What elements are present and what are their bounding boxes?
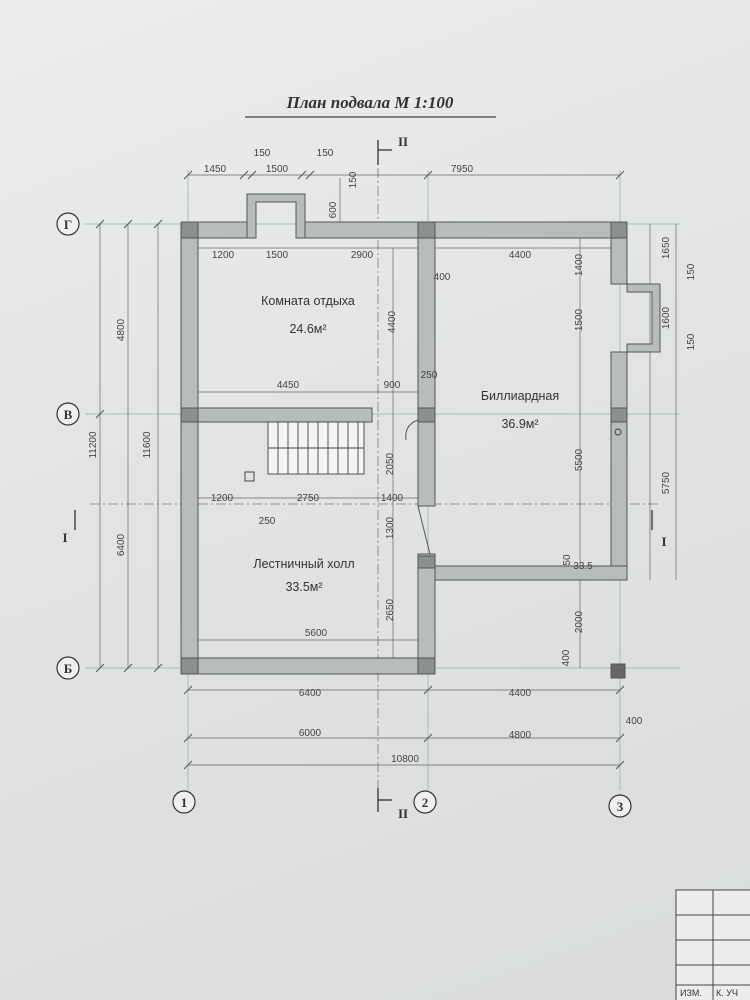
axis-bubble-3 — [608, 794, 632, 818]
section-label-top: II — [398, 134, 408, 149]
section-label-bottom: II — [398, 806, 408, 821]
columns — [180, 221, 628, 679]
dim-text: 1400 — [381, 493, 404, 504]
dim-text: 600 — [328, 201, 339, 218]
room-name-rest: Комната отдыха — [261, 294, 355, 308]
section-markers — [74, 140, 653, 812]
axis-label-3: 3 — [617, 799, 624, 814]
dim-text: 1650 — [661, 236, 672, 259]
dim-text: 4400 — [509, 250, 532, 261]
section-label-right: I — [661, 534, 666, 549]
axis-bubble-B — [56, 656, 80, 680]
room-name-stair-hall: Лестничный холл — [253, 557, 354, 571]
dim-text: 4400 — [387, 310, 398, 333]
wall-inner-horizontal — [197, 407, 373, 423]
dimension-ticks — [95, 170, 625, 770]
wall-step-right — [434, 565, 628, 581]
room-name-billiard: Биллиардная — [481, 389, 559, 403]
dim-text: 1450 — [204, 164, 227, 175]
dim-text: 1500 — [266, 164, 289, 175]
room-area-rest: 24.6м² — [289, 322, 326, 336]
doors — [405, 419, 431, 555]
axis-bubble-2 — [413, 790, 437, 814]
axis-label-G: Г — [64, 217, 72, 232]
axis-bubbles — [56, 212, 632, 818]
stamp-label-izm: ИЗМ. — [680, 988, 702, 998]
dim-text: 1300 — [385, 516, 396, 539]
dimension-lines — [99, 174, 677, 766]
dim-text: 6400 — [299, 688, 322, 699]
wall-top-right — [434, 221, 628, 239]
wall-bay-right — [626, 283, 661, 353]
dim-text: 1200 — [212, 250, 235, 261]
axis-label-V: В — [64, 407, 73, 422]
section-lines — [90, 150, 660, 800]
axis-label-B: Б — [64, 661, 73, 676]
axis-lines — [85, 170, 680, 790]
dim-text: 1400 — [574, 253, 585, 276]
dim-text: 150 — [348, 171, 359, 188]
axis-label-1: 1 — [181, 795, 188, 810]
drain-circle — [614, 428, 622, 436]
wall-middle-lower — [417, 419, 436, 507]
dim-text: 4800 — [509, 730, 532, 741]
dim-text: 150 — [317, 148, 334, 159]
room-area-stair-hall: 33.5м² — [285, 580, 322, 594]
staircase — [267, 421, 365, 475]
section-label-left: I — [62, 530, 67, 545]
dim-text: 5500 — [574, 448, 585, 471]
axis-bubble-1 — [172, 790, 196, 814]
dim-text: 2900 — [351, 250, 374, 261]
dim-text: 11600 — [142, 431, 153, 459]
wall-middle-upper — [417, 221, 436, 413]
dim-text: 33.5 — [573, 561, 593, 572]
dim-text: 4800 — [116, 318, 127, 341]
dim-text: 5600 — [305, 628, 328, 639]
dim-text: 7950 — [451, 164, 474, 175]
dim-text: 4450 — [277, 380, 300, 391]
dim-text: 1200 — [211, 493, 234, 504]
dim-text: 150 — [686, 263, 697, 280]
wall-niche-top — [246, 193, 306, 239]
dim-text: 1600 — [661, 306, 672, 329]
room-area-billiard: 36.9м² — [501, 417, 538, 431]
dim-text: 150 — [686, 333, 697, 350]
dim-text: 50 — [562, 554, 573, 566]
dim-text: 6000 — [299, 728, 322, 739]
dim-text: 250 — [421, 370, 438, 381]
dim-text: 400 — [434, 272, 451, 283]
dim-text: 150 — [254, 148, 271, 159]
axis-label-2: 2 — [422, 795, 429, 810]
dimension-texts: 1450 150 1500 150 7950 1200 1500 2900 44… — [88, 148, 697, 765]
dim-text: 400 — [626, 716, 643, 727]
dim-text: 6400 — [116, 533, 127, 556]
small-shaft-square — [244, 471, 255, 482]
axis-bubble-G — [56, 212, 80, 236]
dim-text: 1500 — [574, 308, 585, 331]
wall-left — [180, 221, 199, 675]
wall-bottom — [180, 657, 436, 675]
dim-text: 5750 — [661, 471, 672, 494]
dim-text: 2000 — [574, 610, 585, 633]
axis-bubble-V — [56, 402, 80, 426]
wall-right-lower — [610, 351, 628, 581]
stamp-label-kuch: К. УЧ — [716, 988, 738, 998]
drawing-title: План подвала М 1:100 — [286, 93, 454, 112]
dim-text: 2050 — [385, 452, 396, 475]
wall-top-left-b — [304, 221, 436, 239]
walls — [180, 193, 661, 675]
dim-text: 400 — [561, 649, 572, 666]
dim-text: 10800 — [391, 754, 419, 765]
dim-text: 2750 — [297, 493, 320, 504]
dim-text: 4400 — [509, 688, 532, 699]
dim-text: 1500 — [266, 250, 289, 261]
title-block — [675, 889, 750, 1000]
dim-text: 11200 — [88, 431, 99, 459]
wall-middle-bottom — [417, 553, 436, 675]
dim-text: 900 — [384, 380, 401, 391]
dim-text: 2650 — [385, 598, 396, 621]
dim-text: 250 — [259, 516, 276, 527]
